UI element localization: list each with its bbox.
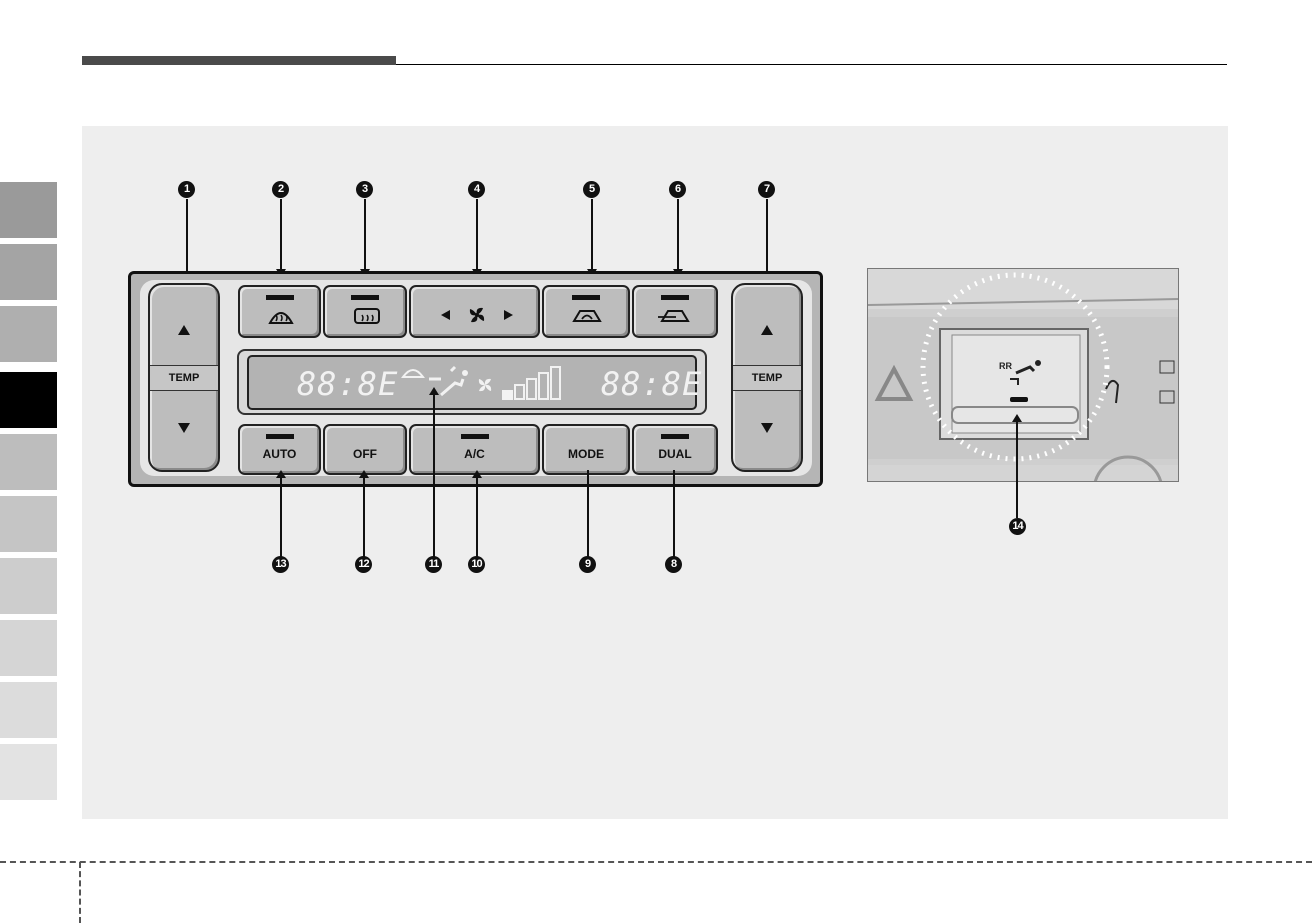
- rear-defrost-icon: [353, 307, 381, 325]
- display-left-temp: 88:8E: [297, 365, 398, 403]
- led-indicator: [661, 295, 689, 300]
- callout-7: 7: [758, 181, 775, 198]
- callout-14: 14: [1009, 518, 1026, 535]
- led-indicator: [266, 434, 294, 439]
- leader-11: [433, 393, 435, 558]
- fan-speed-button[interactable]: [409, 285, 540, 338]
- leader-14-arrow: [1012, 414, 1022, 422]
- header-bar: [82, 56, 396, 65]
- fresh-air-button[interactable]: [632, 285, 718, 338]
- temp-up-icon[interactable]: [761, 325, 773, 335]
- chapter-tab-7[interactable]: [0, 558, 57, 614]
- chapter-tab-9[interactable]: [0, 682, 57, 738]
- front-defrost-button[interactable]: [238, 285, 321, 338]
- callout-4: 4: [468, 181, 485, 198]
- callout-10: 10: [468, 556, 485, 573]
- leader-4: [476, 199, 478, 271]
- callout-13: 13: [272, 556, 289, 573]
- dual-button[interactable]: DUAL: [632, 424, 718, 475]
- callout-1: 1: [178, 181, 195, 198]
- chapter-tab-8[interactable]: [0, 620, 57, 676]
- leader-8: [673, 470, 675, 558]
- temp-up-icon[interactable]: [178, 325, 190, 335]
- display-icons: [401, 363, 571, 403]
- footer-dashed-line: [0, 861, 1312, 863]
- rr-label: RR: [999, 361, 1012, 371]
- off-button[interactable]: OFF: [323, 424, 407, 475]
- display-defrost-icon: [403, 370, 423, 377]
- led-indicator: [461, 434, 489, 439]
- callout-9: 9: [579, 556, 596, 573]
- recirculation-button[interactable]: [542, 285, 630, 338]
- led-indicator: [661, 434, 689, 439]
- callout-2: 2: [272, 181, 289, 198]
- led-indicator: [351, 295, 379, 300]
- chapter-tab-1[interactable]: [0, 182, 57, 238]
- photo-illustration: [868, 269, 1179, 482]
- display-right-temp: 88:8E: [601, 365, 702, 403]
- callout-6: 6: [669, 181, 686, 198]
- temp-down-icon[interactable]: [178, 423, 190, 433]
- led-indicator: [572, 295, 600, 300]
- leader-10: [476, 476, 478, 558]
- chapter-tab-10[interactable]: [0, 744, 57, 800]
- leader-2: [280, 199, 282, 271]
- temp-left-rocker[interactable]: TEMP: [148, 283, 220, 472]
- leader-3: [364, 199, 366, 271]
- temp-right-rocker[interactable]: TEMP: [731, 283, 803, 472]
- chapter-tab-4-active[interactable]: [0, 372, 57, 428]
- leader-9: [587, 470, 589, 558]
- chapter-tab-3[interactable]: [0, 306, 57, 362]
- chapter-tab-2[interactable]: [0, 244, 57, 300]
- front-defrost-icon: [268, 307, 294, 325]
- leader-14: [1016, 420, 1018, 518]
- mode-button[interactable]: MODE: [542, 424, 630, 475]
- lcd-display: 88:8E 88:8E: [247, 355, 697, 410]
- off-label: OFF: [325, 447, 405, 461]
- temp-left-label: TEMP: [150, 365, 218, 391]
- footer-dashed-divider: [79, 862, 81, 923]
- callout-3: 3: [356, 181, 373, 198]
- ac-button[interactable]: A/C: [409, 424, 540, 475]
- chapter-tab-5[interactable]: [0, 434, 57, 490]
- recirculation-icon: [570, 307, 604, 325]
- leader-6: [677, 199, 679, 271]
- leader-5: [591, 199, 593, 271]
- fan-speed-icon: [441, 307, 513, 323]
- chapter-tab-6[interactable]: [0, 496, 57, 552]
- callout-11: 11: [425, 556, 442, 573]
- display-fan-level-bars: [503, 367, 560, 399]
- rear-climate-switch-photo: RR: [867, 268, 1179, 482]
- callout-5: 5: [583, 181, 600, 198]
- header-rule: [396, 64, 1227, 65]
- leader-12: [363, 476, 365, 558]
- dual-label: DUAL: [634, 447, 716, 461]
- rear-defrost-button[interactable]: [323, 285, 407, 338]
- mode-label: MODE: [544, 447, 628, 461]
- callout-12: 12: [355, 556, 372, 573]
- fresh-air-icon: [658, 307, 694, 325]
- display-fan-icon: [479, 379, 491, 391]
- temp-down-icon[interactable]: [761, 423, 773, 433]
- auto-button[interactable]: AUTO: [238, 424, 321, 475]
- callout-8: 8: [665, 556, 682, 573]
- leader-13: [280, 476, 282, 558]
- auto-label: AUTO: [240, 447, 319, 461]
- led-indicator: [266, 295, 294, 300]
- temp-right-label: TEMP: [733, 365, 801, 391]
- ac-label: A/C: [411, 447, 538, 461]
